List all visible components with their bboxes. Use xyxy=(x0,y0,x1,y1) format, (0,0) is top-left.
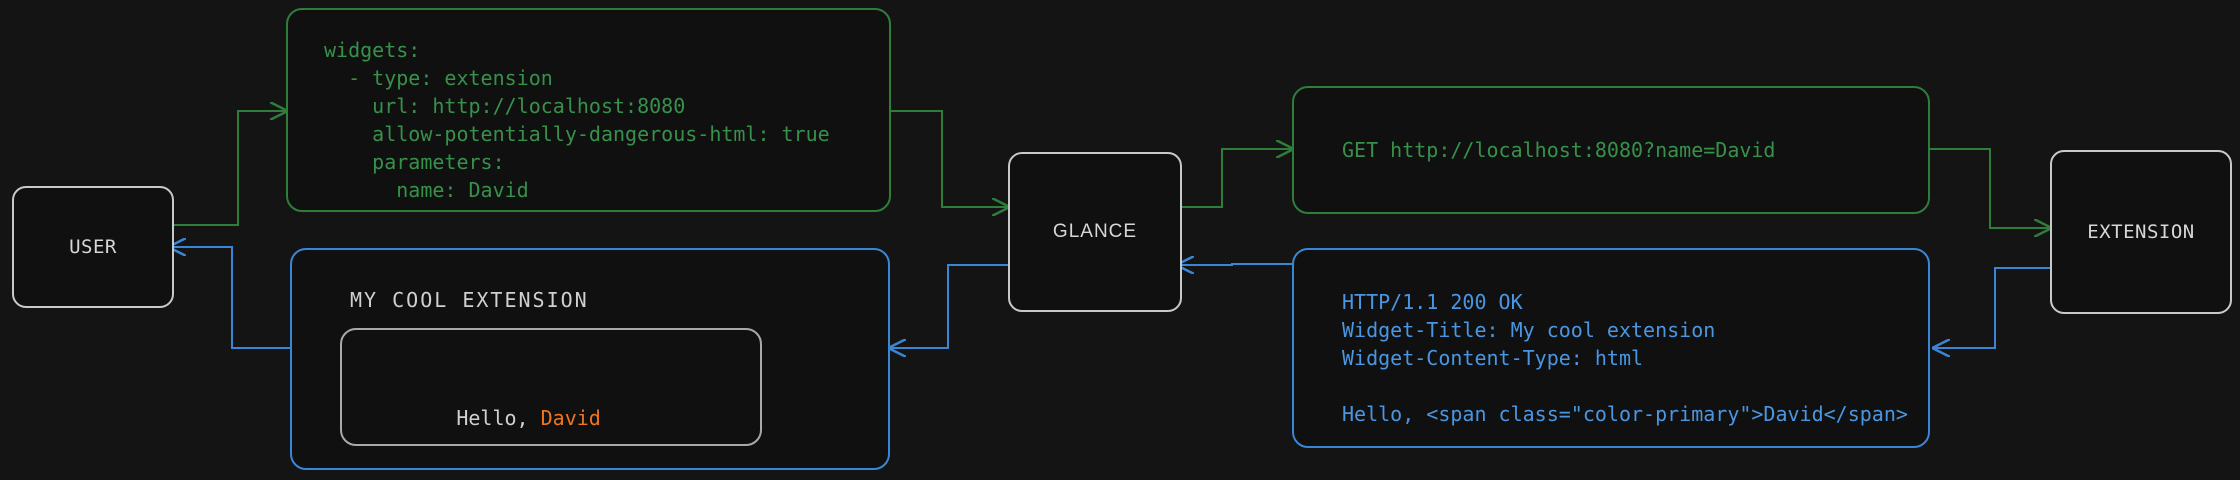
callout-rendered-widget[interactable]: MY COOL EXTENSION Hello, David xyxy=(290,248,890,470)
edge-request-to-extension xyxy=(1930,148,2050,228)
edge-config-to-glance xyxy=(891,110,1008,207)
edge-extension-to-response xyxy=(1934,267,2050,348)
yaml-config-text: widgets: - type: extension url: http://l… xyxy=(324,38,830,202)
node-user[interactable]: USER xyxy=(12,186,174,308)
rendered-widget-body-accent: David xyxy=(540,406,601,430)
callout-yaml-config[interactable]: widgets: - type: extension url: http://l… xyxy=(286,8,891,212)
rendered-widget-title: MY COOL EXTENSION xyxy=(350,288,589,312)
callout-http-request[interactable]: GET http://localhost:8080?name=David xyxy=(1292,86,1930,214)
rendered-widget-card: Hello, David xyxy=(340,328,762,446)
edge-user-to-config xyxy=(170,111,286,226)
node-extension-label: EXTENSION xyxy=(2087,221,2195,243)
node-glance[interactable]: GLANCE xyxy=(1008,152,1182,312)
node-extension[interactable]: EXTENSION xyxy=(2050,150,2232,314)
http-request-text: GET http://localhost:8080?name=David xyxy=(1342,138,1776,162)
edge-glance-to-request xyxy=(1178,149,1292,208)
rendered-widget-body-prefix: Hello, xyxy=(456,406,541,430)
rendered-widget-body: Hello, David xyxy=(360,382,601,454)
http-response-text: HTTP/1.1 200 OK Widget-Title: My cool ex… xyxy=(1342,290,1908,426)
edge-widget-to-user xyxy=(170,247,290,349)
node-user-label: USER xyxy=(69,236,117,258)
node-glance-label: GLANCE xyxy=(1052,221,1138,242)
edge-response-to-glance xyxy=(1178,264,1292,265)
edge-glance-to-widget xyxy=(890,264,1008,348)
callout-http-response[interactable]: HTTP/1.1 200 OK Widget-Title: My cool ex… xyxy=(1292,248,1930,448)
